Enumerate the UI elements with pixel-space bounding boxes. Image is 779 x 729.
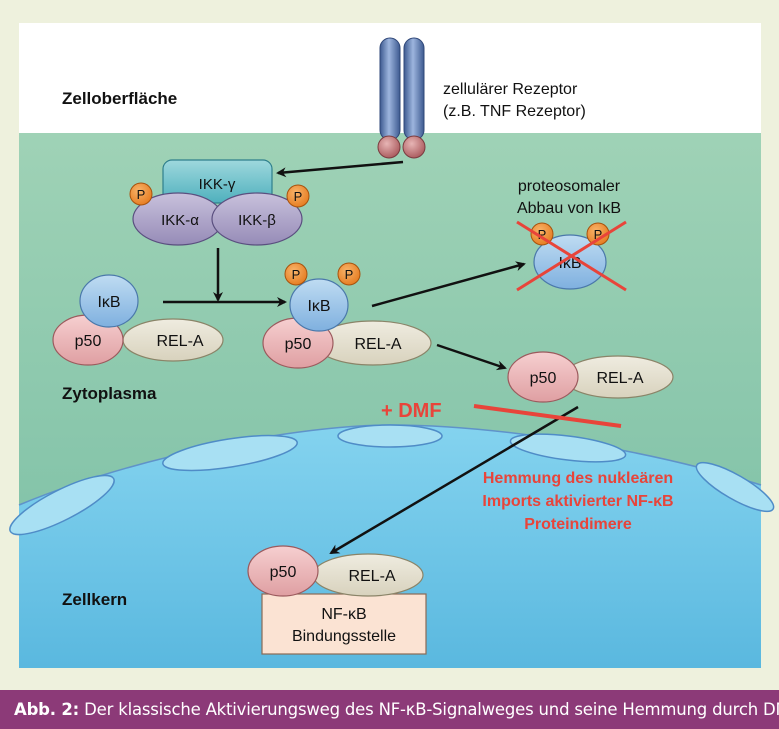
rel-a-label: REL-A <box>156 333 203 350</box>
arrow-nuclear-import <box>329 405 579 555</box>
ikk-beta <box>211 192 303 246</box>
cell-surface-label: Zelloberfläche <box>62 89 177 108</box>
phosphorylated-complex: REL-A p50 IκB P P <box>262 262 432 369</box>
pathway-arrows <box>163 160 579 555</box>
phosphate-group <box>286 184 310 208</box>
p50-protein <box>247 545 319 597</box>
receptor-chain-right <box>403 37 425 141</box>
arrow-release-dimer <box>436 343 507 371</box>
nuclear-pore <box>509 433 627 463</box>
ikk-complex: IKK-γ IKK-α IKK-β P P <box>129 159 310 246</box>
nucleus-region <box>19 425 761 668</box>
phosphate-group <box>284 262 308 286</box>
caption-lead: Abb. 2: <box>14 700 80 719</box>
degraded-ikb <box>533 234 607 290</box>
p50-label: p50 <box>75 333 102 350</box>
inhibition-bar <box>473 404 622 428</box>
phosphate-label: P <box>594 227 603 242</box>
ikk-beta-label: IKK-β <box>238 212 276 229</box>
tnf-receptor <box>377 37 426 159</box>
nuclear-pore <box>162 434 298 472</box>
phosphate-label: P <box>538 227 547 242</box>
ikb-degradation: proteosomaler Abbau von IκB IκB P P <box>516 178 627 292</box>
phosphate-group <box>337 262 361 286</box>
receptor-domain <box>402 135 426 159</box>
p50-label: p50 <box>270 564 297 581</box>
degradation-cross <box>516 220 627 292</box>
p50-label: p50 <box>285 336 312 353</box>
binding-site-line2: Bindungsstelle <box>292 628 396 645</box>
inhibition-text-line1: Hemmung des nukleären <box>483 470 673 487</box>
receptor-chain-left <box>379 37 401 141</box>
nucleus-label: Zellkern <box>62 590 127 609</box>
p50-protein <box>507 351 579 403</box>
ikk-gamma <box>162 159 273 204</box>
ikb-protein <box>289 278 349 332</box>
nuclear-pores <box>9 424 775 536</box>
binding-site-box <box>261 593 427 655</box>
ikk-gamma-label: IKK-γ <box>199 176 236 193</box>
receptor-domain <box>377 135 401 159</box>
caption-text: Der klassische Aktivierungsweg des NF-κB… <box>79 700 779 719</box>
inhibition-text-line3: Proteindimere <box>524 516 632 533</box>
arrow-to-degradation <box>371 261 526 308</box>
binding-site-line1: NF-κB <box>321 606 366 623</box>
nuclear-pore <box>695 461 775 513</box>
cytoplasm-label: Zytoplasma <box>62 384 157 403</box>
inactive-nfkb-complex: REL-A p50 IκB <box>52 274 224 366</box>
phosphate-label: P <box>345 267 354 282</box>
arrow-receptor-to-ikk <box>276 160 404 178</box>
active-nfkb-dimer: REL-A p50 <box>507 351 674 403</box>
phosphate-label: P <box>292 267 301 282</box>
nuclear-pore <box>9 474 115 536</box>
phosphate-label: P <box>294 189 303 204</box>
phosphate-label: P <box>137 187 146 202</box>
dmf-inhibition: + DMF Hemmung des nukleären Imports akti… <box>381 400 674 533</box>
nuclear-pore <box>337 424 443 448</box>
ikb-protein <box>79 274 139 328</box>
phosphate-group <box>129 182 153 206</box>
rel-a-label: REL-A <box>354 336 401 353</box>
degradation-label-line1: proteosomaler <box>518 178 621 195</box>
p50-label: p50 <box>530 370 557 387</box>
rel-a-label: REL-A <box>348 568 395 585</box>
receptor-label-line2: (z.B. TNF Rezeptor) <box>443 103 586 120</box>
receptor-label-line1: zellulärer Rezeptor <box>443 81 578 98</box>
inhibition-text-line2: Imports aktivierter NF-κB <box>482 493 673 510</box>
degradation-label-line2: Abbau von IκB <box>517 200 621 217</box>
rel-a-label: REL-A <box>596 370 643 387</box>
dmf-label: + DMF <box>381 400 442 422</box>
ikb-label: IκB <box>307 298 330 315</box>
nuclear-nfkb-dimer: NF-κB Bindungsstelle REL-A p50 <box>247 545 427 655</box>
ikb-label: IκB <box>97 294 120 311</box>
ikk-alpha-label: IKK-α <box>161 212 199 229</box>
figure-caption: Abb. 2: Der klassische Aktivierungsweg d… <box>0 690 779 729</box>
